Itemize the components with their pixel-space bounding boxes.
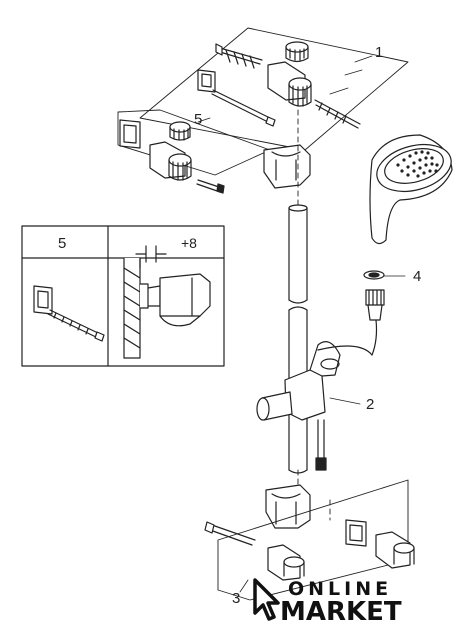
logo-line-2: MARKET (280, 597, 402, 627)
shower-rail (288, 204, 308, 474)
left-wall-plate (119, 119, 141, 149)
washer (363, 270, 385, 280)
hand-shower (369, 134, 453, 245)
logo-line-1: ONLINE (288, 578, 393, 600)
detail-offset: +8 (181, 235, 197, 251)
shower-hose (317, 319, 378, 356)
leader-lines (197, 55, 406, 593)
lower-screw (204, 521, 256, 546)
top-wall-plate (197, 69, 276, 127)
detail-wall-section (123, 245, 211, 359)
slider (256, 341, 341, 421)
callout-1: 1 (375, 44, 383, 61)
top-cap (285, 41, 309, 63)
spray-nozzles (396, 150, 439, 178)
lower-rail-holder (265, 484, 311, 529)
left-cap (169, 121, 191, 141)
lower-left-holder (267, 544, 305, 581)
top-long-screw (314, 99, 361, 129)
detail-number: 5 (58, 235, 66, 252)
lower-right-wall-plate (345, 519, 367, 547)
lower-right-holder (375, 531, 415, 569)
callout-4: 4 (413, 268, 421, 285)
detail-plate-screw (33, 285, 105, 342)
top-wall-holder (267, 61, 312, 107)
hose-nut (365, 289, 385, 321)
online-market-logo: ONLINE MARKET (250, 575, 460, 635)
left-mount-plane (117, 109, 271, 176)
detail-inset: 5 +8 (21, 225, 225, 367)
top-screw (215, 43, 263, 69)
callout-5: 5 (194, 111, 202, 128)
callout-2: 2 (366, 396, 374, 413)
upper-rail-holder (263, 144, 311, 189)
lower-mount-plane (217, 479, 409, 601)
left-short-screw (196, 179, 225, 194)
callout-3: 3 (232, 590, 240, 607)
left-wall-holder (149, 141, 192, 181)
cursor-arrow-icon (253, 578, 280, 621)
rail-bottom-screw (315, 419, 327, 471)
